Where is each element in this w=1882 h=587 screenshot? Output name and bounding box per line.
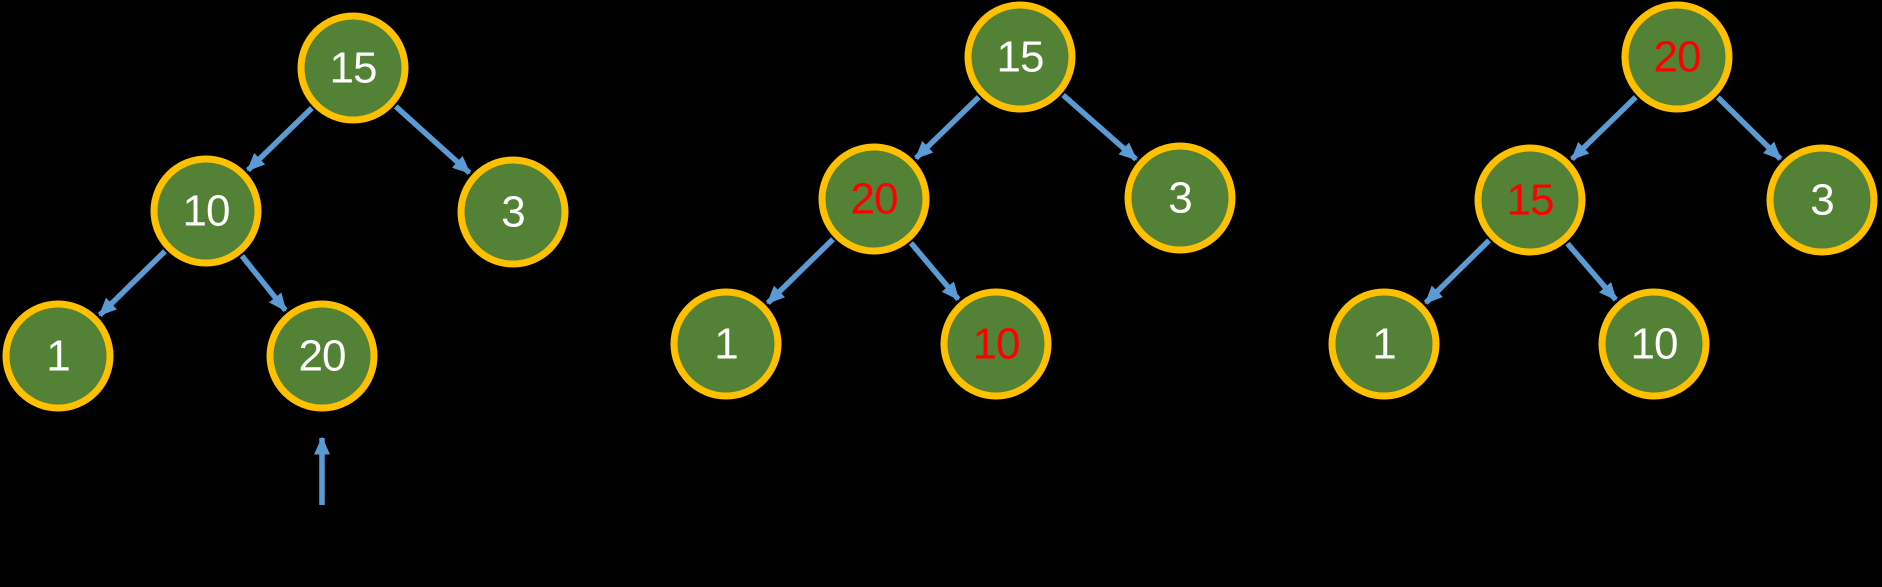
- node-circle: [670, 288, 782, 400]
- tree-node-3: 3: [1124, 142, 1236, 254]
- node-value-label: 1: [46, 332, 69, 381]
- node-value-label: 3: [501, 188, 524, 237]
- node-value-label: 20: [1654, 33, 1701, 82]
- node-value-label: 3: [1810, 176, 1833, 225]
- node-value-label: 15: [330, 44, 377, 93]
- tree-node-20: 20: [818, 143, 930, 255]
- tree-node-20: 20: [266, 300, 378, 412]
- node-value-label: 10: [1631, 320, 1678, 369]
- tree-node-15: 15: [1474, 144, 1586, 256]
- edge-arrow-n10-to-n1: [97, 249, 167, 318]
- tree-node-10: 10: [940, 288, 1052, 400]
- node-circle: [266, 300, 378, 412]
- node-circle: [150, 155, 262, 267]
- node-circle: [1766, 144, 1878, 256]
- node-value-label: 1: [1372, 320, 1395, 369]
- edge-arrow-n10-to-n20: [239, 254, 288, 313]
- tree-node-20: 20: [1621, 1, 1733, 113]
- node-circle: [1598, 288, 1710, 400]
- heap-step-1-after-insert-20: 15 10 3 1 20: [2, 12, 569, 505]
- node-value-label: 20: [299, 332, 346, 381]
- node-value-label: 3: [1168, 174, 1191, 223]
- node-value-label: 15: [997, 33, 1044, 82]
- node-circle: [940, 288, 1052, 400]
- heap-step-3-swap-20-and-15: 20 15 3 1 10: [1328, 1, 1878, 400]
- node-value-label: 10: [183, 187, 230, 236]
- tree-node-1: 1: [2, 300, 114, 412]
- tree-node-10: 10: [1598, 288, 1710, 400]
- node-value-label: 20: [851, 175, 898, 224]
- node-value-label: 10: [973, 320, 1020, 369]
- edge-arrow-n15-to-n20: [914, 95, 981, 161]
- node-circle: [818, 143, 930, 255]
- node-value-label: 15: [1507, 176, 1554, 225]
- edge-arrow-n20-to-n15: [1570, 95, 1638, 162]
- node-circle: [964, 1, 1076, 113]
- edge-arrow-n15-to-n3: [393, 104, 472, 175]
- edge-arrow-n20-to-n1: [765, 237, 835, 306]
- tree-node-1: 1: [670, 288, 782, 400]
- node-circle: [1474, 144, 1586, 256]
- tree-node-3: 3: [457, 156, 569, 268]
- edge-arrow-n15-to-n10: [246, 106, 314, 173]
- tree-node-15: 15: [297, 12, 409, 124]
- node-value-label: 1: [714, 320, 737, 369]
- node-circle: [1621, 1, 1733, 113]
- edge-arrow-n20-to-n10: [908, 241, 961, 302]
- tree-node-15: 15: [964, 1, 1076, 113]
- tree-node-3: 3: [1766, 144, 1878, 256]
- edge-arrow-n15-to-n10: [1565, 241, 1618, 302]
- edge-arrow-n15-to-n3: [1061, 92, 1138, 162]
- node-circle: [457, 156, 569, 268]
- node-circle: [2, 300, 114, 412]
- node-circle: [1328, 288, 1440, 400]
- tree-node-1: 1: [1328, 288, 1440, 400]
- node-circle: [297, 12, 409, 124]
- edge-arrow-n15-to-n1: [1423, 238, 1491, 305]
- node-circle: [1124, 142, 1236, 254]
- heap-step-2-swap-20-and-10: 15 20 3 1 10: [670, 1, 1236, 400]
- tree-node-10: 10: [150, 155, 262, 267]
- edge-arrow-n20-to-n3: [1716, 95, 1783, 161]
